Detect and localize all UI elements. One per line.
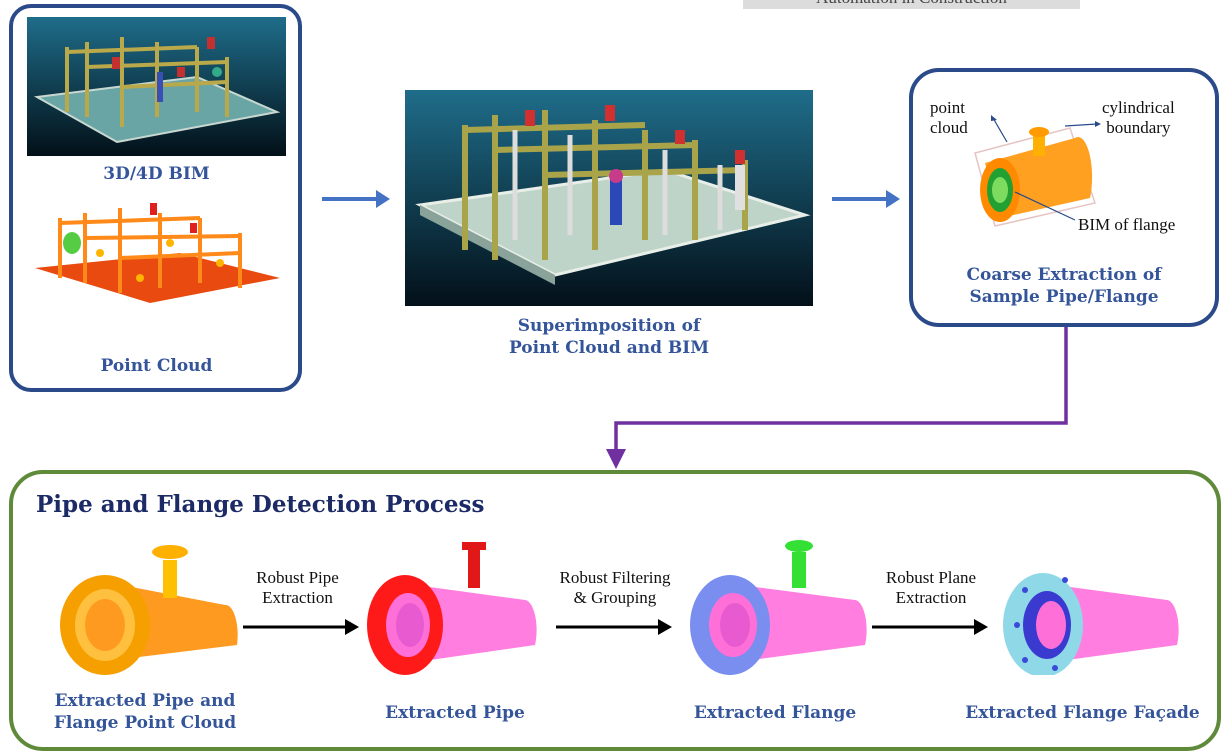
cylindrical-boundary-label-line1: cylindrical — [1102, 98, 1175, 117]
robust-filtering-line2: & Grouping — [573, 588, 657, 608]
robust-pipe-extraction-line2: Extraction — [262, 588, 333, 608]
point-cloud-image — [35, 203, 280, 303]
bim-of-flange-label: BIM of flange — [1078, 215, 1176, 234]
bim-model-image — [27, 17, 286, 156]
step-1-image — [60, 545, 238, 675]
robust-filtering-label: Robust Filtering & Grouping — [540, 568, 690, 609]
step-1-caption: Extracted Pipe and Flange Point Cloud — [30, 690, 260, 734]
sample-flange-image — [974, 127, 1096, 227]
step-2-caption: Extracted Pipe — [385, 703, 525, 723]
superimposition-caption: Superimposition of Point Cloud and BIM — [405, 315, 813, 359]
robust-pipe-extraction-label: Robust Pipe Extraction — [240, 568, 355, 609]
coarse-extraction-caption-line1: Coarse Extraction of — [966, 265, 1162, 285]
journal-header: Automation in Construction — [743, 0, 1080, 9]
point-cloud-label-line1: point — [930, 98, 965, 117]
step-1-caption-line2: Flange Point Cloud — [53, 713, 237, 734]
bim-caption: 3D/4D BIM — [103, 164, 210, 184]
superimposition-image — [405, 90, 813, 306]
robust-pipe-extraction-line1: Robust Pipe — [256, 568, 339, 587]
flow-arrow-2 — [832, 190, 900, 208]
step-4-caption: Extracted Flange Façade — [965, 703, 1200, 723]
step-1-caption-line1: Extracted Pipe and — [54, 691, 236, 711]
robust-filtering-line1: Robust Filtering — [559, 568, 671, 587]
point-cloud-label: point cloud — [930, 98, 968, 139]
superimposition-caption-line2: Point Cloud and BIM — [508, 338, 710, 359]
point-cloud-caption: Point Cloud — [100, 356, 213, 376]
process-title: Pipe and Flange Detection Process — [36, 491, 485, 518]
point-cloud-label-line2: cloud — [930, 118, 968, 138]
superimposition-caption-line1: Superimposition of — [517, 316, 701, 336]
robust-plane-extraction-label: Robust Plane Extraction — [866, 568, 996, 609]
cylindrical-boundary-label: cylindrical boundary — [1102, 98, 1175, 139]
process-arrow-2 — [556, 619, 672, 635]
step-3-image — [690, 540, 867, 675]
coarse-extraction-caption-line2: Sample Pipe/Flange — [969, 287, 1159, 308]
pointer-lines — [991, 115, 1101, 221]
journal-name: Automation in Construction — [743, 0, 1080, 8]
cylindrical-boundary-label-line2: boundary — [1106, 118, 1171, 138]
coarse-extraction-caption: Coarse Extraction of Sample Pipe/Flange — [913, 264, 1215, 308]
step-2-image — [367, 542, 537, 675]
flow-arrow-1 — [322, 190, 390, 208]
input-data-panel — [9, 4, 302, 392]
step-3-caption: Extracted Flange — [693, 703, 857, 723]
process-arrow-3 — [872, 619, 988, 635]
robust-plane-extraction-line1: Robust Plane — [885, 568, 977, 587]
purple-connector-arrow — [606, 327, 1068, 469]
step-4-image — [1003, 573, 1179, 675]
process-arrow-1 — [243, 619, 359, 635]
detection-process-panel — [9, 470, 1221, 751]
coarse-extraction-panel — [909, 68, 1219, 327]
robust-plane-extraction-line2: Extraction — [895, 588, 967, 608]
